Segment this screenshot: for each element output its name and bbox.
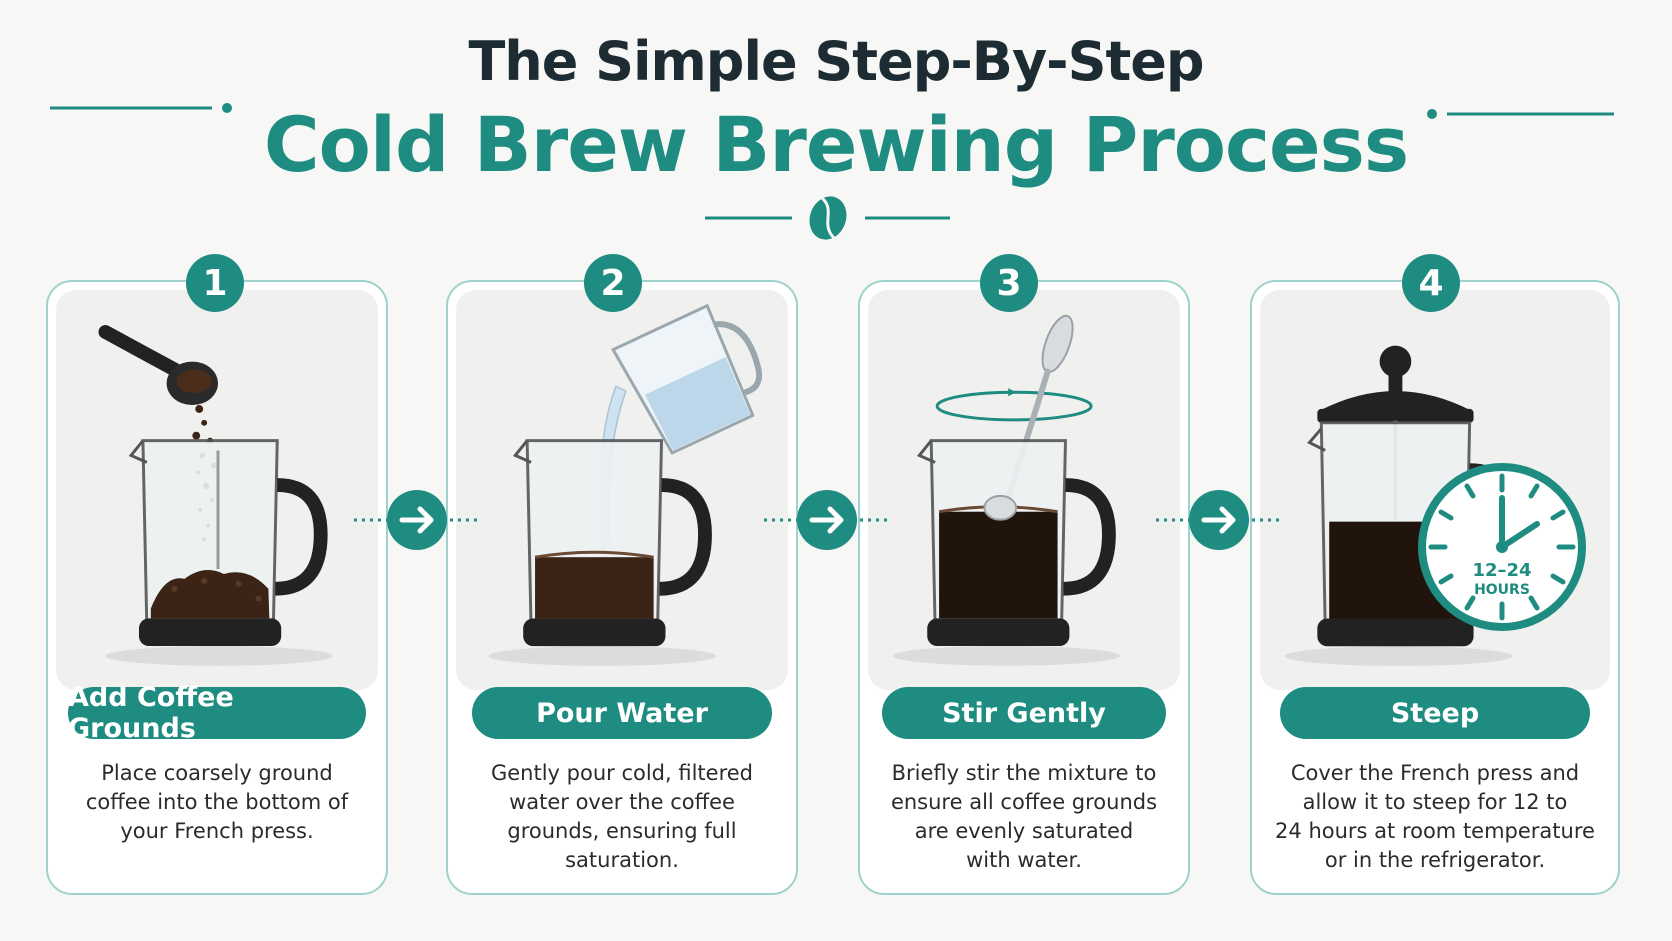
step-number-3: 3: [980, 254, 1038, 312]
step-1-illustration: [56, 290, 378, 690]
step-number-1: 1: [186, 254, 244, 312]
step-2-label: Pour Water: [472, 687, 772, 739]
step-number-2: 2: [584, 254, 642, 312]
step-3-label: Stir Gently: [882, 687, 1166, 739]
header-decoration: [50, 103, 1614, 240]
step-card-3: Stir Gently Briefly stir the mixture to …: [858, 280, 1190, 895]
step-card-1: Add Coffee Grounds Place coarsely ground…: [46, 280, 388, 895]
title-line-2: Cold Brew Brewing Process: [263, 100, 1409, 189]
step-number-4: 4: [1402, 254, 1460, 312]
clock-duration-text: 12–24: [1472, 560, 1531, 581]
step-3-illustration: [868, 290, 1180, 690]
step-1-description: Place coarsely ground coffee into the bo…: [85, 761, 349, 843]
spoon-stirring-french-press-icon: [892, 314, 1120, 666]
title-line-1: The Simple Step-By-Step: [468, 30, 1204, 93]
clock-unit-text: HOURS: [1474, 582, 1530, 598]
step-3-description: Briefly stir the mixture to ensure all c…: [890, 761, 1158, 872]
pitcher-pouring-water-into-french-press-icon: [488, 303, 763, 666]
clock-icon: 12–24 HOURS: [1418, 463, 1586, 631]
step-1-label: Add Coffee Grounds: [68, 682, 366, 744]
step-card-2: Pour Water Gently pour cold, filtered wa…: [446, 280, 798, 895]
french-press-with-clock-icon: [1284, 345, 1521, 666]
step-2-description: Gently pour cold, filtered water over th…: [490, 761, 754, 872]
scoop-pouring-grounds-into-french-press-icon: [98, 325, 333, 666]
arrow-right-icon: [354, 490, 480, 550]
arrow-right-icon: [764, 490, 890, 550]
step-card-4: 12–24 HOURS Steep Cover the French press…: [1250, 280, 1620, 895]
step-4-description: Cover the French press and allow it to s…: [1275, 761, 1595, 872]
step-2-illustration: [456, 290, 788, 690]
coffee-bean-icon: [809, 196, 847, 240]
arrow-right-icon: [1156, 490, 1282, 550]
step-4-label: Steep: [1280, 687, 1590, 739]
